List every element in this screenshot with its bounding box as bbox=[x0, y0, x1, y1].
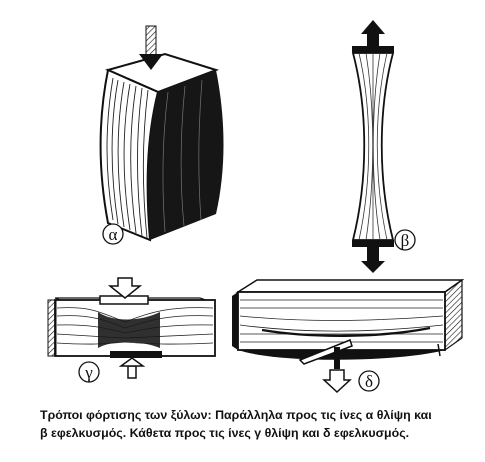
label-beta: β bbox=[394, 229, 416, 251]
label-delta: δ bbox=[358, 370, 380, 392]
figure-caption: Τρόποι φόρτισης των ξύλων: Παράλληλα προ… bbox=[40, 406, 480, 442]
specimen-beta bbox=[351, 20, 395, 273]
block-alpha bbox=[99, 25, 224, 242]
caption-line-2: β εφελκυσμός. Κάθετα προς τις ίνες γ θλί… bbox=[40, 426, 410, 440]
svg-text:α: α bbox=[109, 225, 118, 244]
svg-text:δ: δ bbox=[365, 372, 373, 391]
label-alpha: α bbox=[102, 223, 124, 245]
beam-delta bbox=[232, 278, 465, 394]
svg-text:γ: γ bbox=[84, 363, 93, 382]
beam-gamma bbox=[47, 277, 216, 379]
label-gamma: γ bbox=[78, 361, 100, 383]
caption-line-1: Τρόποι φόρτισης των ξύλων: Παράλληλα προ… bbox=[40, 408, 432, 422]
wood-loading-diagram: α β bbox=[47, 20, 465, 394]
svg-text:β: β bbox=[401, 231, 410, 250]
